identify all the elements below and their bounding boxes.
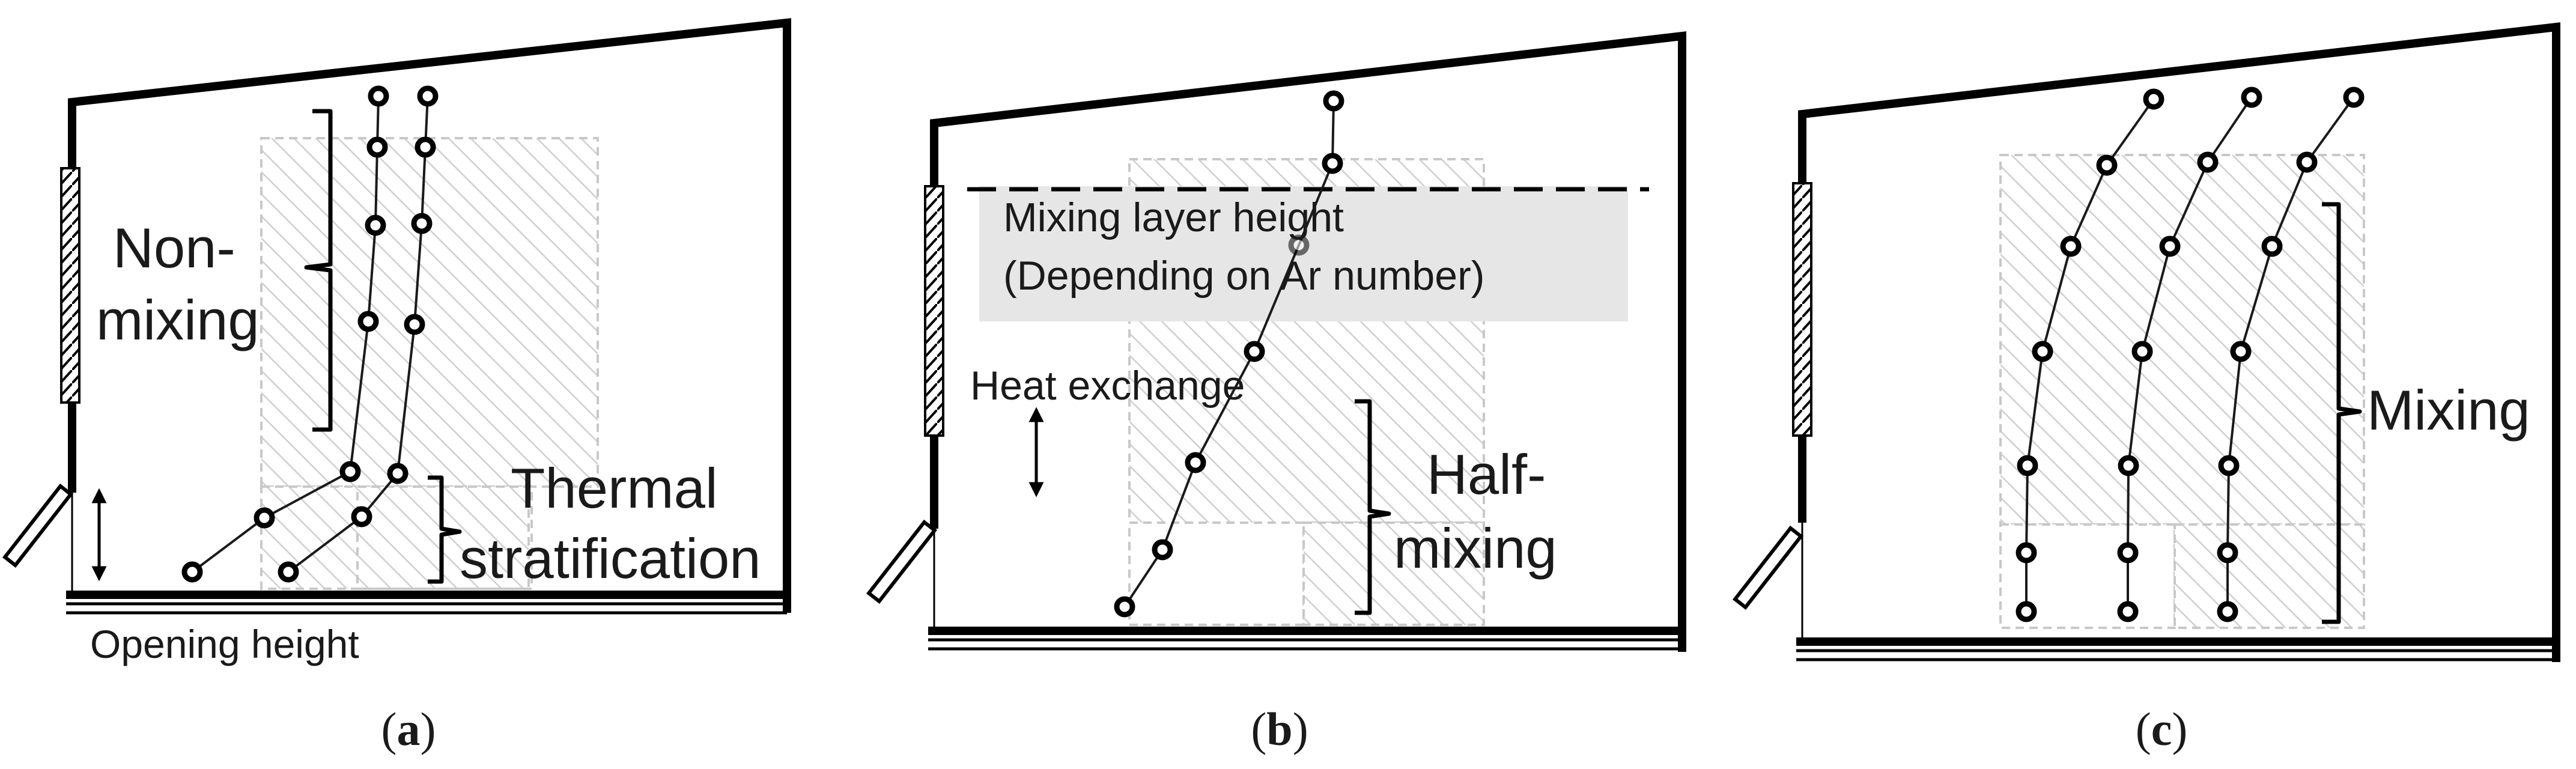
profile-node xyxy=(2296,151,2318,173)
non-mixing-label-2: mixing xyxy=(96,288,260,351)
profile-node xyxy=(1244,341,1265,362)
panel-label-a: (a) xyxy=(381,703,436,755)
profile-node xyxy=(254,507,275,529)
profile-node xyxy=(1288,234,1310,256)
profile-node xyxy=(366,136,388,158)
hatched-zones-a xyxy=(260,137,599,590)
profile-node xyxy=(278,561,299,583)
profile-node xyxy=(2016,601,2037,622)
mixing-brace xyxy=(2322,202,2362,624)
profile-node xyxy=(2131,341,2153,362)
profile-node xyxy=(1152,539,1173,561)
profile-node xyxy=(1322,153,1343,174)
profile-node xyxy=(1185,452,1206,473)
profile-node xyxy=(181,561,203,583)
hatched-zone-lower-left xyxy=(1128,521,1305,626)
panel-label-b: (b) xyxy=(1251,703,1308,755)
panel-b: Mixing layer height (Depending on Ar num… xyxy=(866,31,1686,755)
wall-grill-b xyxy=(924,185,944,437)
profile-node xyxy=(2017,455,2038,476)
profile-node xyxy=(339,461,361,482)
profile-node xyxy=(411,213,433,234)
profile-node xyxy=(351,506,372,527)
temperature-profile-c-1 xyxy=(2016,88,2164,622)
half-mixing-label-1: Half- xyxy=(1427,443,1546,506)
profile-node xyxy=(1323,90,1344,112)
panel-c: Mixing (c) xyxy=(1732,22,2560,755)
profile-node xyxy=(2230,341,2252,362)
half-mixing-brace xyxy=(1355,399,1391,615)
thermal-label-2: stratification xyxy=(460,527,761,590)
profile-node xyxy=(2261,236,2283,257)
temperature-profile-a-2 xyxy=(278,85,439,583)
profile-node xyxy=(417,85,439,107)
opening-height-label: Opening height xyxy=(90,622,359,666)
wall-grill-c xyxy=(1792,182,1812,437)
hatched-zone-lower-right xyxy=(1302,521,1485,626)
temperature-profile-a-1 xyxy=(181,85,389,583)
hatched-zone-upper xyxy=(260,137,599,488)
window-opening-c xyxy=(1732,525,1804,610)
profile-node xyxy=(387,463,409,484)
temperature-profile-b xyxy=(1114,90,1344,618)
profile-node xyxy=(368,85,389,107)
profile-node xyxy=(2096,154,2118,176)
profile-node xyxy=(1114,596,1135,618)
profile-node xyxy=(2197,151,2219,173)
thermal-label-1: Thermal xyxy=(511,457,718,520)
profile-node xyxy=(2016,542,2037,564)
profile-node xyxy=(415,136,436,158)
hatched-zone-lower-right xyxy=(356,485,533,590)
profile-node xyxy=(2159,236,2181,257)
non-mixing-brace xyxy=(304,109,333,432)
panel-label-c: (c) xyxy=(2136,703,2188,755)
hatched-zone-upper xyxy=(1999,154,2365,526)
hatched-zone-lower-right xyxy=(2174,523,2365,629)
profile-node xyxy=(2241,87,2262,108)
window-opening-a xyxy=(2,483,74,568)
window-opening-b xyxy=(866,519,938,604)
profile-node xyxy=(365,214,386,236)
profile-node xyxy=(404,314,425,335)
heat-exchange-label: Heat exchange xyxy=(970,363,1245,409)
thermal-stratification-brace xyxy=(428,475,462,584)
profile-node xyxy=(2032,341,2053,362)
mixing-layer-label-1: Mixing layer height xyxy=(1003,195,1344,240)
panel-a: Non- mixing Thermal stratification Openi… xyxy=(2,18,791,755)
profile-node xyxy=(2217,601,2238,622)
hatched-zone-lower xyxy=(260,485,530,590)
profile-node xyxy=(2143,88,2164,110)
profile-node xyxy=(2217,542,2238,564)
profile-node xyxy=(2060,236,2082,257)
profile-node xyxy=(2117,601,2139,622)
profile-node xyxy=(357,311,379,332)
temperature-profile-c-3 xyxy=(2217,87,2365,622)
temperature-profile-c-2 xyxy=(2117,87,2262,622)
half-mixing-label-2: mixing xyxy=(1394,517,1557,580)
profile-node xyxy=(2343,87,2365,108)
non-mixing-label-1: Non- xyxy=(113,216,235,279)
hatched-zones-c xyxy=(1999,154,2365,629)
profile-node xyxy=(2118,455,2139,476)
profile-node xyxy=(2117,542,2139,564)
profile-node xyxy=(2218,455,2240,476)
mixing-label: Mixing xyxy=(2367,378,2530,442)
wall-grill-a xyxy=(60,167,80,404)
mixing-layer-label-2: (Depending on Ar number) xyxy=(1003,253,1484,299)
